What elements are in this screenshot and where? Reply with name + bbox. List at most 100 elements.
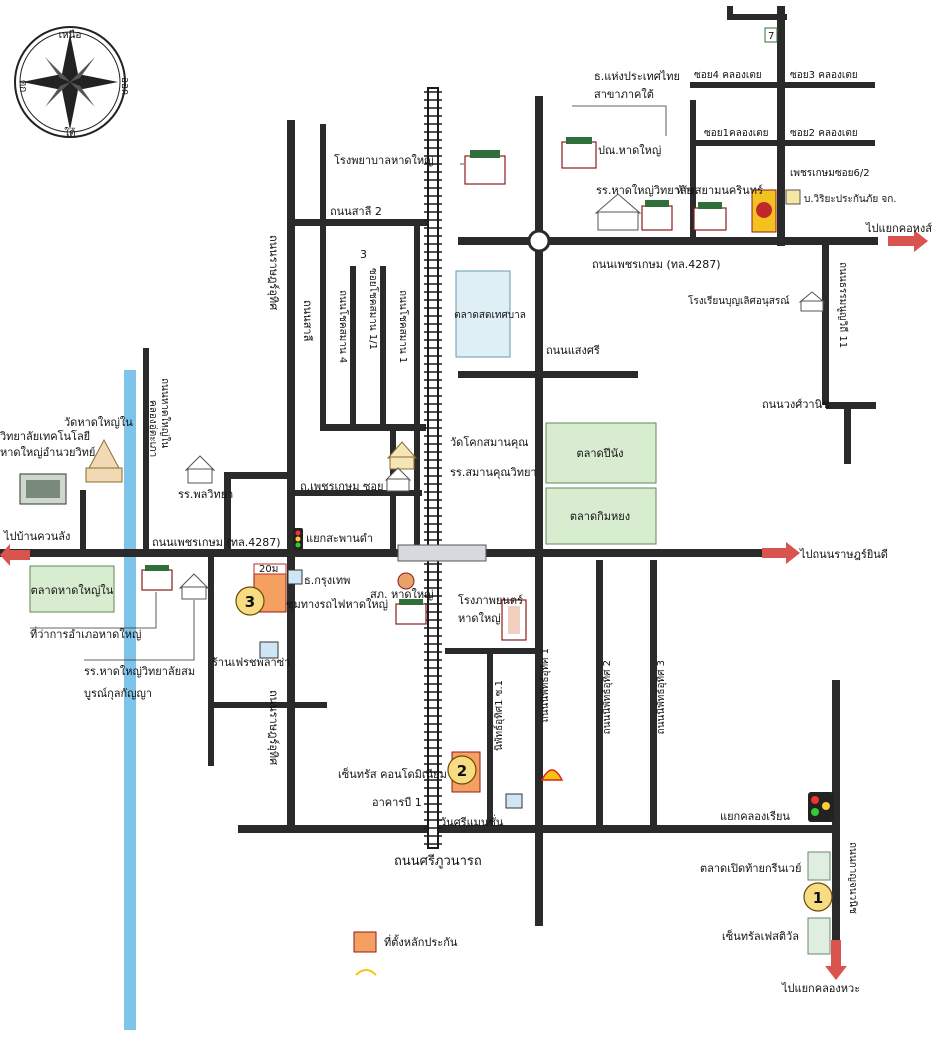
label-phetkasem-soi8: ถ.เพชรเกษม ซอย 8 <box>300 480 394 493</box>
road-hatyai-nai <box>143 348 149 552</box>
road-soi-top-v <box>727 6 733 20</box>
wat-khok-icon <box>386 441 418 470</box>
municipal-market-label: ตลาดสดเทศบาล <box>454 310 526 321</box>
label-hatyai-wittayalai: รร.หาดใหญ่วิทยาลัย <box>596 184 693 197</box>
label-police: สภ. หาดใหญ่ <box>370 588 434 601</box>
wansri-icon <box>505 793 523 809</box>
arrow-east-mid: ไปถนนราษฎร์ยินดี <box>762 542 888 564</box>
road-vertical-block <box>320 124 326 430</box>
road-soi-11 <box>822 245 829 405</box>
label-phetkasem-top: ถนนเพชรเกษม (ทล.4287) <box>592 258 721 271</box>
dir-south: ไปแยกคลองหวะ <box>781 982 860 995</box>
label-fresh-plaza: ร้านเฟรชพลาซ่า <box>212 656 290 669</box>
rail-bridge <box>397 544 487 562</box>
rail-junction-icon <box>395 599 427 625</box>
road-left-h <box>214 702 294 708</box>
road-soi2 <box>785 140 875 146</box>
collateral-marker-3[interactable]: 20ม 3 <box>235 563 287 616</box>
label-phetkasem-left: ถนนเพชรเกษม (ทล.4287) <box>152 536 281 549</box>
building-icon <box>641 200 673 231</box>
label-district-office: ที่ว่าการอำเภอหาดใหญ่ <box>30 626 141 641</box>
label-niphat-1: ถนนนิพัทธ์อุทิศ 1 <box>539 648 551 722</box>
traffic-light-icon-right <box>808 792 834 822</box>
label-chok-1: ถนนโชคสมาน 1 <box>397 290 410 363</box>
wat-hatyai-nai-icon <box>85 438 123 483</box>
road-ratuthit <box>287 120 295 832</box>
fresh-plaza-icon <box>259 641 279 659</box>
road-along-rail <box>414 219 420 549</box>
road-pol-v <box>224 472 231 552</box>
label-bank-krungthep: ธ.กรุงเทพ <box>304 574 350 587</box>
road-sali-2 <box>290 219 428 226</box>
road-niphat-3 <box>650 560 657 830</box>
road-pol-h <box>224 472 290 479</box>
label-post-office: ปณ.หาดใหญ่ <box>598 144 661 157</box>
road-thammanoon-north <box>535 96 543 556</box>
marker-3-label: 3 <box>245 593 255 611</box>
marker-1-label: 1 <box>813 889 823 907</box>
label-hospital: โรงพยาบาลหาดใหญ่ <box>334 153 434 167</box>
phonwitthaya-school-icon <box>184 455 216 484</box>
label-kanchanawanit: ถนนกาญจนวนิช <box>847 842 858 914</box>
road-phetkasem-top <box>458 237 878 245</box>
road-soi3 <box>785 82 875 88</box>
market-hatyai-nai-block <box>29 565 115 613</box>
road-left-south <box>208 556 214 766</box>
compass-south: ใต้ <box>64 127 75 139</box>
label-bank-thailand-1: ธ.แห่งประเทศไทย <box>594 70 680 83</box>
label-hatyai-som-1: รร.หาดใหญ่วิทยาลัยสม <box>84 665 195 678</box>
road-ratuthit-spur <box>295 702 327 708</box>
label-chok-1-1: ซอยโชคสมาน 1/1 <box>367 268 380 350</box>
district-office-icon <box>141 565 173 591</box>
label-siam-nakarin: ห้างสยามนครินทร์ <box>676 184 763 197</box>
label-bank-thailand-2: สาขาภาคใต้ <box>594 88 654 101</box>
insurance-icon <box>785 189 801 205</box>
market-kimhong-block <box>545 487 657 545</box>
label-niphat-2: ถนนนิพัทธ์อุทิศ 2 <box>601 660 613 734</box>
green-market-icon <box>807 851 831 881</box>
label-soi1: ซอย1คลองเตย <box>704 128 769 139</box>
police-icon <box>397 572 415 590</box>
dir-west: ไปบ้านควนลัง <box>3 530 70 543</box>
label-sali-2: ถนนสาลี 2 <box>330 205 382 218</box>
label-soi3: ซอย3 คลองเตย <box>790 70 858 81</box>
label-ratuthit-top: ถนนราษฎร์อุทิศ <box>267 235 280 310</box>
legend-mark-2 <box>355 969 377 976</box>
market-pinang-block <box>545 422 657 484</box>
road-niphat-soi-v <box>487 648 493 828</box>
label-soi6-2: เพชรเกษมซอย6/2 <box>790 168 870 179</box>
label-rr-samankhun: รร.สมานคุณวิทยา <box>450 466 537 479</box>
label-central-condo: เซ็นทรัส คอนโดมิเนียม <box>338 767 447 781</box>
collateral-marker-2[interactable]: 2 <box>447 751 481 793</box>
compass-east: ออก <box>119 77 130 95</box>
label-rail-junction: ชุมทางรถไฟหาดใหญ่ <box>286 598 388 611</box>
label-sriphuwanart: ถนนศรีภูวนารถ <box>394 853 482 869</box>
school-icon <box>594 193 642 231</box>
road-phetkasem-soi8 <box>290 490 422 496</box>
road-tech-college <box>80 490 86 552</box>
road-network <box>0 6 878 970</box>
legend-label: ที่ตั้งหลักประกัน <box>384 934 458 949</box>
siam-nakarin-icon <box>693 202 727 231</box>
central-festival-icon <box>807 917 831 955</box>
road-soi1 <box>690 140 780 146</box>
label-green-market: ตลาดเปิดท้ายกรีนเวย์ <box>700 862 801 875</box>
market-kimhong-label: ตลาดกิมหยง <box>570 510 630 523</box>
label-tech-college-2: หาดใหญ่อำนวยวิทย์ <box>0 446 95 459</box>
label-num-3: 3 <box>360 248 367 261</box>
legend: ที่ตั้งหลักประกัน <box>353 931 458 976</box>
collateral-marker-1[interactable]: 1 <box>803 882 833 912</box>
road-niphat-2 <box>596 560 603 830</box>
cinema-icon <box>501 599 527 641</box>
hospital-icon <box>464 150 506 185</box>
sign-20m: 20ม <box>259 564 278 575</box>
road-niphat-1 <box>535 556 543 926</box>
tech-college-icon <box>19 473 67 505</box>
hatyai-som-school-icon <box>178 573 210 600</box>
label-sali: ถนนสาลี <box>301 300 314 341</box>
compass-north: เหนือ <box>59 29 82 41</box>
label-wat-khok: วัดโคกสมานคุณ <box>450 435 528 449</box>
bank-krungthep-icon <box>287 569 303 585</box>
municipal-market-block <box>455 270 511 358</box>
